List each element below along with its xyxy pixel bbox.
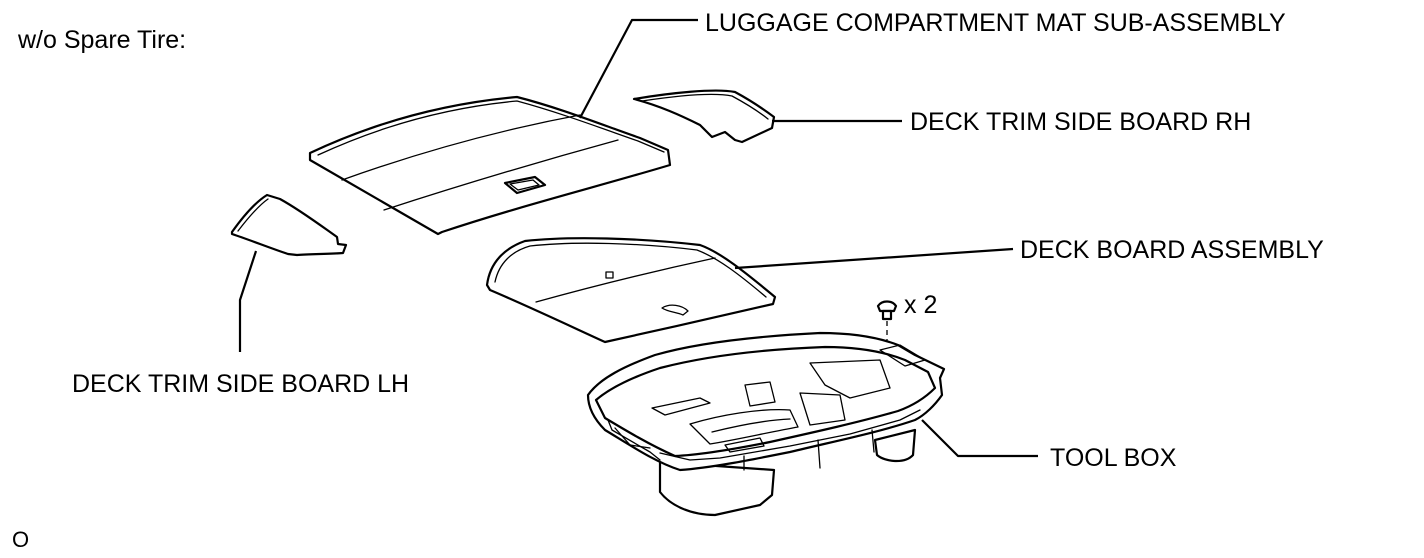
label-deck-board-assembly: DECK BOARD ASSEMBLY bbox=[1020, 236, 1324, 264]
luggage-compartment-mat-drawing bbox=[308, 95, 672, 236]
clip-quantity-label: x 2 bbox=[904, 291, 937, 319]
leader-tool-box bbox=[921, 419, 1038, 458]
label-deck-trim-side-board-rh: DECK TRIM SIDE BOARD RH bbox=[910, 108, 1251, 136]
label-luggage-compartment-mat: LUGGAGE COMPARTMENT MAT SUB-ASSEMBLY bbox=[705, 9, 1286, 37]
clip-drawing bbox=[876, 300, 898, 392]
corner-mark: O bbox=[12, 527, 29, 552]
leader-deck-board bbox=[734, 247, 1014, 270]
label-deck-trim-side-board-lh: DECK TRIM SIDE BOARD LH bbox=[72, 370, 409, 398]
tool-box-drawing bbox=[586, 331, 946, 517]
deck-board-assembly-drawing bbox=[485, 237, 777, 344]
diagram-heading: w/o Spare Tire: bbox=[17, 26, 186, 54]
leader-lines bbox=[238, 18, 1038, 458]
label-tool-box: TOOL BOX bbox=[1050, 444, 1177, 472]
deck-trim-side-board-lh-drawing bbox=[230, 193, 348, 257]
leader-luggage-mat bbox=[579, 18, 698, 119]
deck-trim-side-board-rh-drawing bbox=[632, 89, 776, 144]
leader-side-board-lh bbox=[238, 250, 258, 352]
